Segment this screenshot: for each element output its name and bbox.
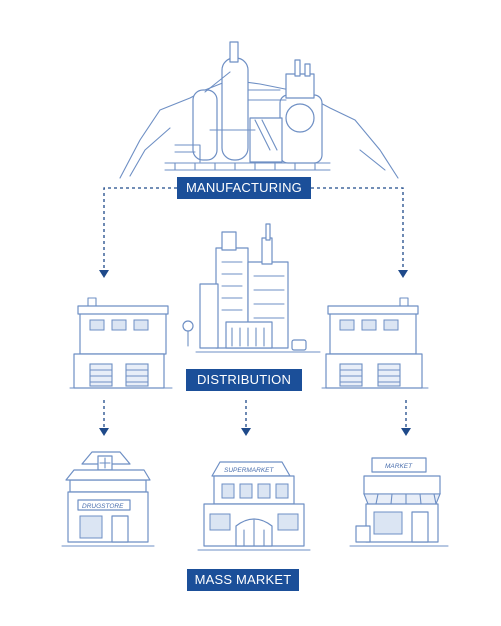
drugstore-sign-text: DRUGSTORE [82,503,124,510]
supermarket-sign-text: SUPERMARKET [224,467,275,474]
distribution-center-illustration [182,223,321,353]
distribution-label: DISTRIBUTION [186,369,302,391]
arrow-to-right-warehouse [311,187,404,270]
market-sign-text: MARKET [385,463,413,470]
arrow-to-left-warehouse [103,187,177,270]
factory-illustration [119,41,399,179]
right-warehouse-illustration [321,297,429,389]
arrow-head-left [99,270,109,278]
mass-market-label: MASS MARKET [187,569,299,591]
arrow-head-market [401,428,411,436]
arrow-head-right [398,270,408,278]
arrow-head-supermarket [241,428,251,436]
arrows-distribution-to-market [99,400,411,436]
supermarket-illustration: SUPERMARKET [197,461,311,551]
arrow-head-drugstore [99,428,109,436]
market-illustration: MARKET [349,457,449,547]
drugstore-illustration: DRUGSTORE [61,451,155,547]
manufacturing-label: MANUFACTURING [177,177,311,199]
left-warehouse-illustration [69,297,173,389]
arrows-manufacturing-to-distribution [99,187,408,278]
